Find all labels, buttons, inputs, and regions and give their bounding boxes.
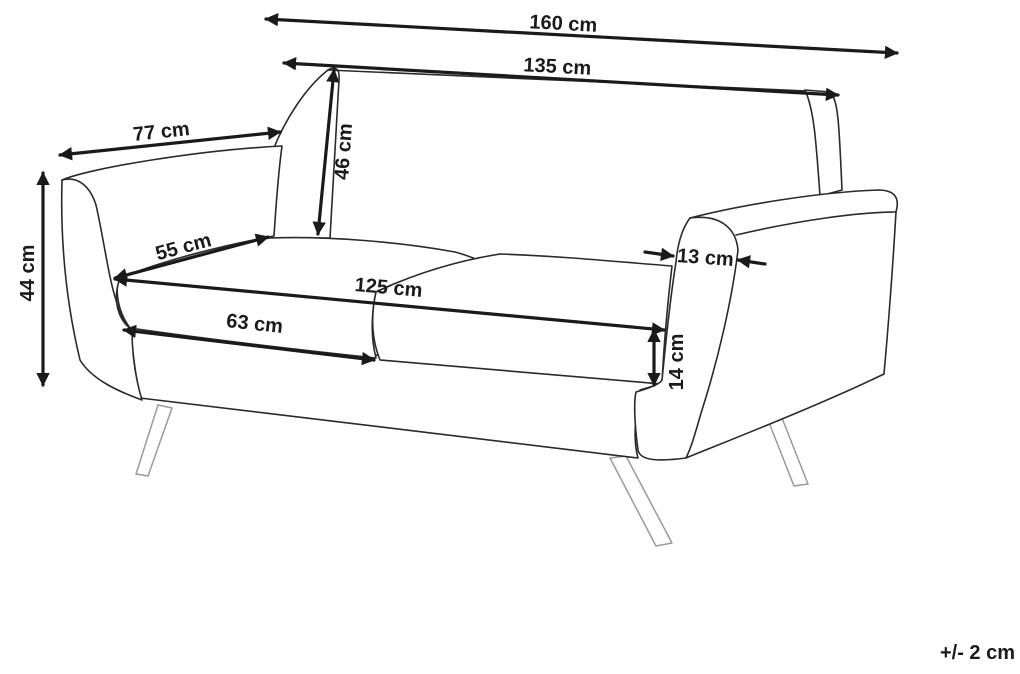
backrest <box>271 67 340 239</box>
back-right-leg <box>767 417 809 487</box>
total-width-label: 160 cm <box>529 11 598 37</box>
armrest-width-arrow-left <box>643 247 675 261</box>
dimension-lines <box>36 12 899 387</box>
right-armrest-front <box>685 216 739 459</box>
front-right-leg <box>609 455 673 547</box>
backrest-width-line <box>282 56 840 102</box>
right-armrest-top <box>735 211 897 236</box>
cushion-width-line <box>122 324 376 366</box>
total-height-label: 44 cm <box>17 245 39 302</box>
backrest-right-edge <box>804 89 843 197</box>
backrest-height-label: 46 cm <box>331 123 357 181</box>
total-width-line <box>264 12 899 60</box>
seat-width-line <box>113 273 666 336</box>
depth-line <box>58 126 282 161</box>
back-left-leg <box>135 404 173 477</box>
backrest-width-label: 135 cm <box>523 54 592 80</box>
armrest-width-arrow-right <box>736 255 767 269</box>
seat-thickness-label: 14 cm <box>666 334 688 391</box>
right-armrest <box>633 189 899 461</box>
backrest-height-line <box>312 68 340 236</box>
dimension-labels: 160 cm 135 cm 77 cm 46 cm 44 cm 55 cm 12… <box>17 11 734 390</box>
tolerance-note: +/- 2 cm <box>940 642 1015 664</box>
seat-depth-line <box>113 233 270 282</box>
armrest-width-label: 13 cm <box>676 245 734 271</box>
